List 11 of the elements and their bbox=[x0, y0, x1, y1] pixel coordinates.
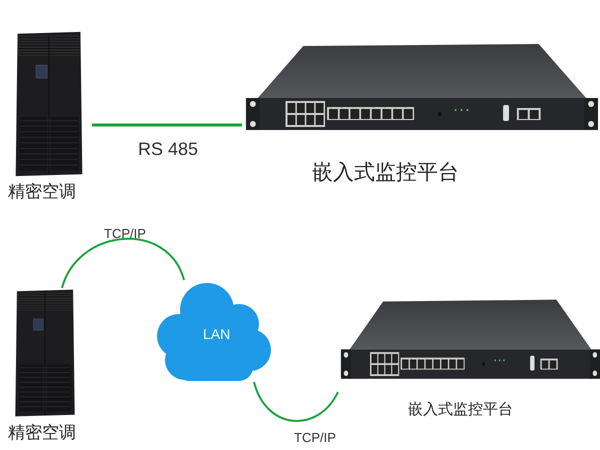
network-label: LAN bbox=[203, 326, 230, 342]
edge-label: TCP/IP bbox=[104, 226, 146, 241]
device-label: 精密空调 bbox=[8, 422, 76, 444]
device-label: 精密空调 bbox=[8, 181, 76, 203]
device-label: 嵌入式监控平台 bbox=[312, 159, 459, 186]
cable-line bbox=[61, 238, 185, 288]
cable-line bbox=[92, 124, 242, 126]
edge-label: RS 485 bbox=[138, 139, 198, 160]
cable-line bbox=[253, 382, 339, 422]
edge-label: TCP/IP bbox=[294, 430, 336, 445]
device-label: 嵌入式监控平台 bbox=[408, 400, 513, 419]
